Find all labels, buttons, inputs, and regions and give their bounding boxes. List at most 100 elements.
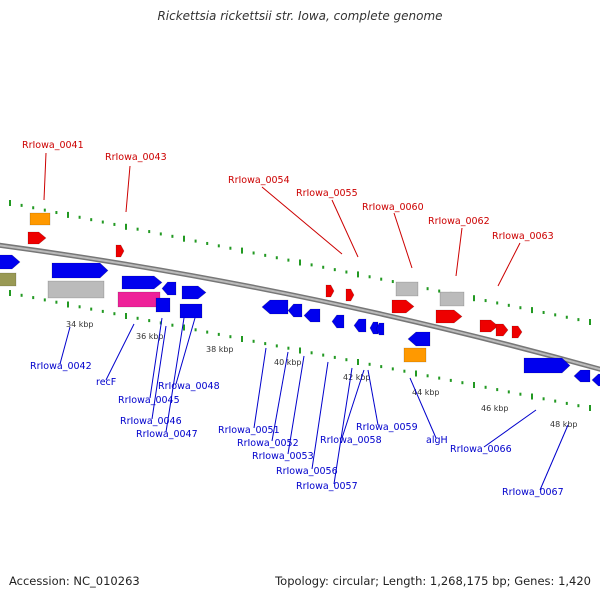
upper-tick-mark (565, 315, 568, 319)
lower-tick-mark (507, 390, 510, 394)
gene-blue (261, 299, 289, 315)
upper-tick-mark (333, 268, 336, 272)
bottom-leader-line (409, 377, 437, 439)
upper-tick-mark (519, 306, 522, 310)
lower-tick-mark (368, 362, 371, 366)
lower-tick-mark (183, 324, 185, 331)
lower-tick-mark (90, 307, 93, 311)
lower-tick-mark (206, 330, 209, 334)
top-leader-line (455, 227, 463, 277)
lower-tick-mark (484, 385, 487, 389)
lower-tick-mark (438, 376, 441, 380)
upper-tick-mark (9, 200, 11, 206)
lower-tick-mark (113, 312, 116, 316)
lower-tick-mark (333, 355, 336, 359)
bottom-label: RrIowa_0067 (502, 487, 564, 498)
genome-summary: Topology: circular; Length: 1,268,175 bp… (275, 574, 591, 588)
upper-tick-mark (496, 301, 499, 305)
top-label: RrIowa_0041 (22, 140, 84, 151)
lower-tick-mark (449, 378, 452, 382)
gene-blue (591, 373, 600, 387)
top-leader-line (125, 165, 131, 213)
top-leader-line (393, 212, 413, 269)
lower-tick-mark (519, 392, 522, 396)
bottom-leader-line (105, 323, 135, 381)
upper-tick-mark (32, 206, 35, 210)
gene-blue (353, 318, 367, 333)
top-label: RrIowa_0055 (296, 188, 358, 199)
upper-tick-mark (531, 307, 533, 314)
top-leader-line (261, 186, 343, 255)
upper-tick-mark (229, 246, 232, 250)
gene-blue (375, 322, 385, 336)
lower-tick-mark (32, 296, 35, 300)
gene-blue (287, 303, 303, 318)
upper-tick-mark (78, 215, 81, 219)
upper-tick-mark (67, 211, 69, 218)
upper-tick-mark (484, 299, 487, 303)
upper-tick-mark (264, 253, 267, 257)
lower-tick-mark (67, 301, 69, 308)
upper-tick-mark (391, 280, 394, 284)
gene-red (115, 244, 125, 258)
bottom-leader-line (253, 347, 267, 429)
lower-tick-mark (194, 328, 197, 332)
top-label: RrIowa_0054 (228, 175, 290, 186)
gene-red (435, 309, 463, 324)
lower-tick-mark (391, 367, 394, 371)
upper-tick-mark (148, 230, 151, 234)
bottom-label: RrIowa_0045 (118, 395, 180, 406)
scale-label: 38 kbp (206, 345, 234, 354)
gene-red (27, 231, 47, 245)
upper-tick-mark (275, 256, 278, 260)
upper-tick-mark (507, 303, 510, 307)
upper-tick-mark (310, 263, 313, 267)
scale-label: 40 kbp (274, 358, 302, 367)
lower-tick-mark (264, 342, 267, 346)
gene-gray (47, 280, 105, 299)
upper-tick-mark (55, 211, 58, 215)
gene-blue (0, 254, 21, 270)
top-label: RrIowa_0063 (492, 231, 554, 242)
bottom-leader-line (341, 369, 365, 439)
gene-blue (407, 331, 431, 347)
gene-blue (155, 297, 171, 313)
lower-tick-mark (299, 347, 301, 354)
genome-title: Rickettsia rickettsii str. Iowa, complet… (157, 9, 443, 23)
lower-tick-mark (241, 336, 243, 342)
lower-tick-mark (542, 397, 545, 401)
gene-blue (121, 275, 163, 290)
lower-tick-mark (496, 388, 499, 392)
gene-gray (439, 291, 465, 307)
lower-tick-mark (577, 404, 580, 408)
gene-orange (403, 347, 427, 363)
bottom-leader-line (539, 424, 569, 491)
lower-tick-mark (55, 300, 58, 304)
scale-label: 42 kbp (343, 373, 371, 382)
lower-tick-mark (345, 358, 348, 362)
lower-tick-mark (554, 399, 557, 403)
upper-tick-mark (287, 258, 290, 262)
gene-olive (0, 272, 17, 287)
gene-gray (395, 281, 419, 297)
top-leader-line (331, 199, 359, 258)
lower-tick-mark (9, 290, 11, 296)
upper-tick-mark (217, 244, 220, 248)
upper-tick-mark (194, 239, 197, 243)
bottom-label: RrIowa_0066 (450, 444, 512, 455)
scale-label: 34 kbp (66, 320, 94, 329)
upper-tick-mark (183, 235, 185, 242)
lower-tick-mark (403, 369, 406, 373)
upper-tick-mark (368, 275, 371, 279)
top-label: RrIowa_0043 (105, 152, 167, 163)
bottom-label: RrIowa_0053 (252, 451, 314, 462)
lower-tick-mark (310, 351, 313, 355)
bottom-leader-line (367, 369, 379, 426)
bottom-leader-line (149, 317, 163, 399)
upper-tick-mark (554, 313, 557, 317)
accession-text: Accession: NC_010263 (9, 574, 140, 588)
scale-label: 44 kbp (412, 388, 440, 397)
upper-tick-mark (206, 241, 209, 245)
gene-blue (181, 285, 207, 300)
